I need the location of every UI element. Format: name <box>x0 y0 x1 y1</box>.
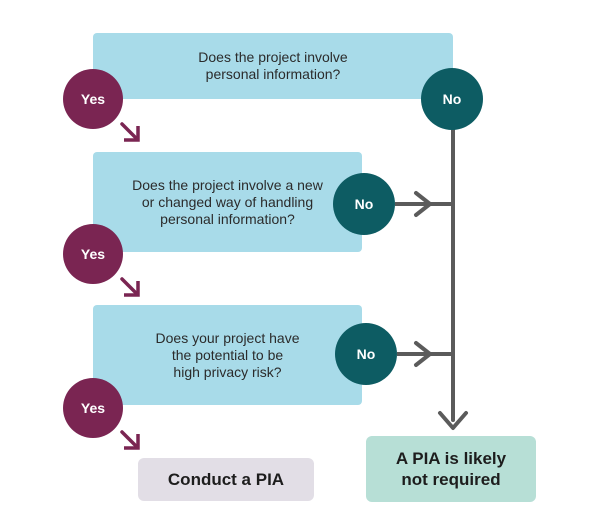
no-3-label: No <box>356 346 376 362</box>
no-1-label: No <box>442 91 462 107</box>
connector-down-arrowhead-icon <box>438 411 468 430</box>
yes-circle-2: Yes <box>63 224 123 284</box>
result-pia-not-required-text: A PIA is likely not required <box>395 449 507 489</box>
no-2-label: No <box>354 196 374 212</box>
yes-circle-1: Yes <box>63 69 123 129</box>
no-circle-3: No <box>335 323 397 385</box>
yes-2-label: Yes <box>80 246 106 262</box>
yes-3-label: Yes <box>80 400 106 416</box>
yes-1-arrow-icon <box>120 122 140 142</box>
yes-2-arrow-icon <box>120 277 140 297</box>
result-pia-not-required: A PIA is likely not required <box>366 436 536 502</box>
yes-1-label: Yes <box>80 91 106 107</box>
yes-circle-3: Yes <box>63 378 123 438</box>
yes-3-arrow-icon <box>120 430 140 450</box>
question-1-text: Does the project involve personal inform… <box>198 49 348 82</box>
question-box-2: Does the project involve a new or change… <box>93 152 362 252</box>
question-3-text: Does your project have the potential to … <box>155 329 300 380</box>
no-3-arrowhead-icon <box>414 341 432 367</box>
result-conduct-pia: Conduct a PIA <box>138 458 314 501</box>
result-conduct-pia-text: Conduct a PIA <box>167 469 285 489</box>
question-2-text: Does the project involve a new or change… <box>132 176 323 227</box>
no-circle-2: No <box>333 173 395 235</box>
no-2-arrowhead-icon <box>414 191 432 217</box>
question-box-3: Does your project have the potential to … <box>93 305 362 405</box>
question-box-1: Does the project involve personal inform… <box>93 33 453 99</box>
no-circle-1: No <box>421 68 483 130</box>
